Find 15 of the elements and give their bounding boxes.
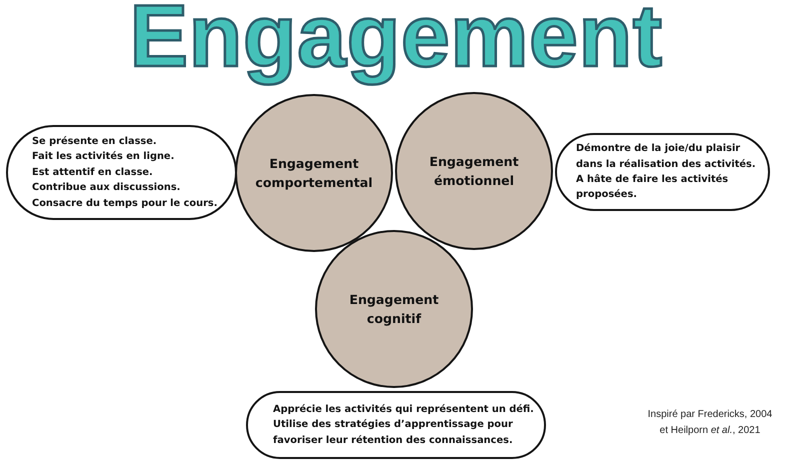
description-pill (6, 125, 237, 220)
description-text: Consacre du temps pour le cours. (32, 196, 218, 211)
description-text: Est attentif en classe. (32, 166, 153, 180)
description-text: A hâte de faire les activités proposées. (576, 173, 730, 202)
circle-label: Engagement cognitif (348, 291, 440, 328)
description-text: Utilise des stratégies d’apprentissage pour favoriser leur rétention des connaissances. (273, 418, 514, 448)
description-text: Se présente en classe. (32, 134, 157, 149)
description-text: Contribue aux discussions. (32, 181, 180, 196)
description-text: Démontre de la joie/du plaisir dans la réalisation des activités. (576, 142, 757, 172)
description-text: Fait les activités en ligne. (32, 150, 174, 164)
citation-text: Inspiré par Fredericks, 2004 et Heilporn et al., 2021 (646, 408, 774, 438)
circle-label: Engagement émotionnel (428, 153, 520, 190)
title: Engagement (129, 1, 663, 87)
description-text: Apprécie les activités qui représentent un défi. (273, 402, 534, 417)
circle-label: Engagement comportemental (254, 155, 374, 192)
